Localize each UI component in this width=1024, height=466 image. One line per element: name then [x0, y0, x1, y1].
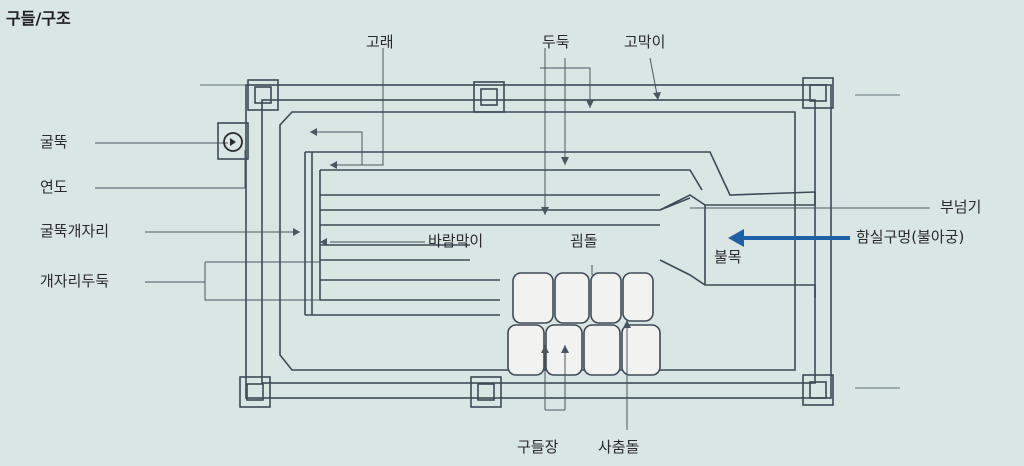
label-gomagi: 고막이: [624, 33, 666, 51]
stone: [621, 324, 661, 376]
diagram-title: 구들/구조: [6, 9, 71, 28]
stone: [622, 272, 654, 322]
label-yeondo: 연도: [40, 178, 68, 196]
stone: [554, 272, 590, 324]
outer-wall: [245, 84, 832, 399]
stone: [583, 324, 621, 376]
corner-pillar-bl: [239, 376, 271, 408]
bulmok-passage: [659, 194, 815, 286]
chimney-circle-icon: [223, 132, 243, 152]
label-gorae: 고래: [366, 33, 394, 51]
label-gulttuk: 굴뚝: [40, 133, 68, 151]
label-bulmok: 불목: [714, 248, 742, 266]
stone: [507, 324, 545, 376]
corner-pillar-br: [802, 374, 834, 406]
label-duduk: 두둑: [542, 33, 570, 51]
corner-pillar-tl: [247, 79, 279, 111]
label-sachumdol: 사춤돌: [598, 438, 640, 456]
mid-pillar-bottom: [470, 376, 502, 408]
label-gulttuk-gaejari: 굴뚝개자리: [40, 222, 110, 240]
label-bunomgi: 부넘기: [940, 198, 982, 216]
label-gaejari-duduk: 개자리두둑: [40, 272, 110, 290]
label-goemdol: 굄돌: [570, 232, 598, 250]
outer-wall-inner: [261, 99, 816, 384]
label-barammagi: 바람막이: [428, 232, 484, 250]
label-hamsil: 함실구멍(불아궁): [856, 228, 965, 246]
label-gudeuljang: 구들장: [517, 438, 559, 456]
corner-pillar-tr: [802, 77, 834, 109]
hamsil-arrow-icon: [728, 229, 850, 247]
stone: [590, 272, 622, 324]
mid-pillar-top: [473, 81, 505, 113]
chimney-box: [217, 122, 249, 160]
stone: [512, 272, 554, 324]
